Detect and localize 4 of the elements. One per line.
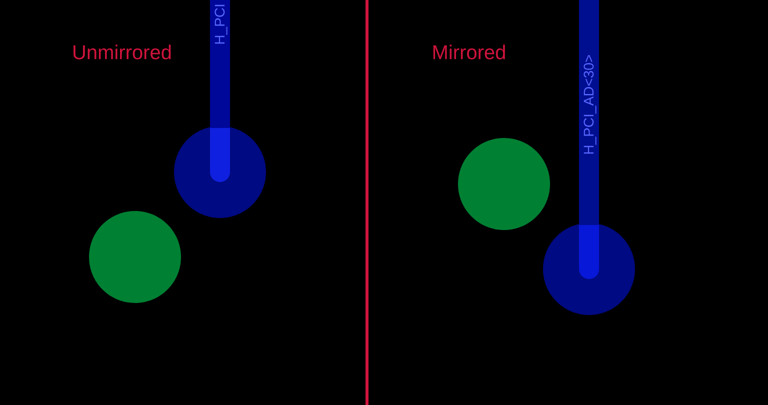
side-label: Mirrored (433, 44, 505, 60)
net-label: H_PCI_AD<30> (584, 55, 596, 154)
side-label: Unmirrored (74, 44, 171, 60)
net-label: H_PCI (214, 4, 228, 44)
